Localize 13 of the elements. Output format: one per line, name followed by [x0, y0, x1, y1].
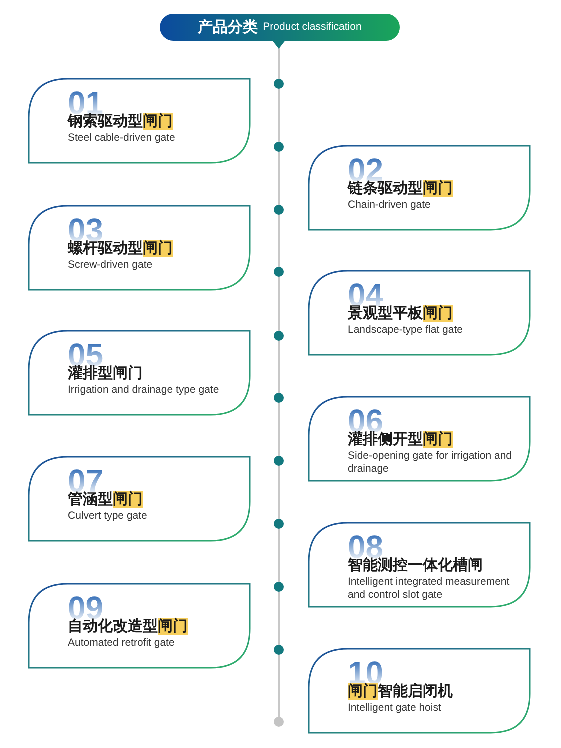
banner-english-title: Product classification — [263, 22, 362, 33]
english-subtitle: Intelligent gate hoist — [348, 702, 442, 715]
banner-chinese-title: 产品分类 — [198, 20, 258, 35]
english-subtitle: Landscape-type flat gate — [348, 324, 464, 337]
english-subtitle: Side-opening gate for irrigation and drainage — [348, 450, 514, 476]
english-subtitle: Irrigation and drainage type gate — [68, 384, 220, 397]
english-subtitle: Screw-driven gate — [68, 259, 154, 272]
english-subtitle: Chain-driven gate — [348, 199, 432, 212]
english-subtitle: Automated retrofit gate — [68, 637, 176, 650]
english-subtitle: Intelligent integrated measurement and control slot gate — [348, 576, 511, 602]
title-banner — [160, 14, 400, 41]
english-subtitle: Culvert type gate — [68, 510, 148, 523]
english-subtitle: Steel cable-driven gate — [68, 132, 176, 145]
